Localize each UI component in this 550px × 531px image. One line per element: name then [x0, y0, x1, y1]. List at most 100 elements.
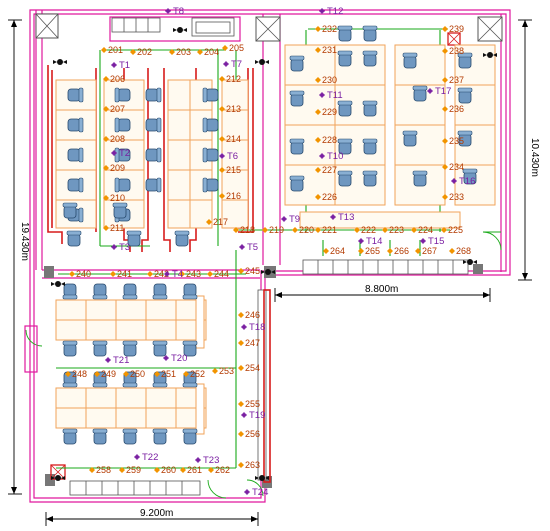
- terminal-T3: T3: [111, 242, 130, 253]
- terminal-T8: T8: [165, 6, 184, 17]
- chair-icon: [122, 371, 138, 388]
- network-point-215: 215: [219, 165, 241, 175]
- chair-icon: [202, 117, 219, 133]
- terminal-T19: T19: [241, 410, 265, 421]
- network-point-217: 217: [206, 217, 228, 227]
- network-point-225: 225: [441, 225, 463, 235]
- network-point-label: 249: [101, 369, 116, 379]
- network-point-label: 206: [110, 74, 125, 84]
- terminal-label: T21: [113, 355, 129, 366]
- network-point-label: 246: [245, 310, 260, 320]
- network-point-241: 241: [110, 269, 132, 279]
- terminal-T14: T14: [358, 236, 382, 247]
- chair-icon: [145, 117, 162, 133]
- chair-icon: [402, 52, 418, 69]
- network-point-label: 219: [269, 225, 284, 235]
- network-point-238: 238: [442, 46, 464, 56]
- network-point-266: 266: [387, 246, 409, 256]
- network-point-227: 227: [315, 165, 337, 175]
- terminal-T13: T13: [330, 212, 354, 223]
- terminal-T21: T21: [105, 355, 129, 366]
- terminal-label: T18: [249, 322, 265, 333]
- network-point-231: 231: [315, 45, 337, 55]
- terminal-T10: T10: [319, 151, 343, 162]
- network-point-230: 230: [315, 75, 337, 85]
- network-point-label: 247: [245, 338, 260, 348]
- chair-icon: [112, 202, 128, 219]
- chair-icon: [402, 130, 418, 147]
- network-point-254: 254: [238, 363, 260, 373]
- terminal-label: T6: [227, 151, 238, 162]
- network-point-224: 224: [411, 225, 433, 235]
- network-point-229: 229: [315, 107, 337, 117]
- network-point-label: 228: [322, 135, 337, 145]
- network-point-214: 214: [219, 134, 241, 144]
- network-point-202: 202: [130, 47, 152, 57]
- network-point-210: 210: [103, 193, 125, 203]
- terminal-label: T1: [119, 60, 130, 71]
- network-point-label: 244: [214, 269, 229, 279]
- network-point-label: 266: [394, 246, 409, 256]
- network-point-label: 211: [110, 223, 124, 233]
- network-point-label: 202: [137, 47, 152, 57]
- chair-icon: [202, 87, 219, 103]
- network-point-label: 209: [110, 163, 125, 173]
- terminal-T6: T6: [219, 151, 238, 162]
- doors: [25, 231, 502, 499]
- chair-icon: [182, 428, 198, 445]
- network-point-204: 204: [197, 47, 219, 57]
- network-point-label: 264: [330, 246, 345, 256]
- dimension-lines: [8, 19, 532, 526]
- chair-icon: [152, 428, 168, 445]
- network-point-242: 242: [147, 269, 169, 279]
- chair-icon: [62, 283, 78, 300]
- network-point-233: 233: [442, 192, 464, 202]
- network-point-label: 215: [226, 165, 241, 175]
- network-point-label: 214: [226, 134, 241, 144]
- network-point-239: 239: [442, 24, 464, 34]
- network-point-label: 267: [422, 246, 437, 256]
- network-point-label: 221: [322, 225, 337, 235]
- chair-icon: [362, 100, 378, 117]
- network-point-264: 264: [323, 246, 345, 256]
- network-point-label: 226: [322, 192, 337, 202]
- network-point-246: 246: [238, 310, 260, 320]
- network-point-236: 236: [442, 104, 464, 114]
- dimension-middle: 8.800m: [365, 284, 398, 295]
- chair-icon: [182, 340, 198, 357]
- terminal-T18: T18: [241, 322, 265, 333]
- network-point-216: 216: [219, 191, 241, 201]
- chair-icon: [457, 130, 473, 147]
- network-point-259: 259: [119, 465, 141, 475]
- terminal-T12: T12: [319, 6, 343, 17]
- network-point-207: 207: [103, 104, 125, 114]
- network-point-label: 203: [176, 47, 191, 57]
- chair-icon: [457, 52, 473, 69]
- chair-icon: [62, 371, 78, 388]
- network-point-219: 219: [262, 225, 284, 235]
- terminal-label: T10: [327, 151, 343, 162]
- chair-icon: [182, 283, 198, 300]
- chair-icon: [126, 230, 142, 247]
- chair-icon: [362, 138, 378, 155]
- network-point-label: 238: [449, 46, 464, 56]
- network-point-220: 220: [292, 225, 314, 235]
- terminal-T23: T23: [195, 455, 219, 466]
- chair-icon: [67, 147, 84, 163]
- structural-columns: [35, 13, 503, 42]
- chair-icon: [174, 230, 190, 247]
- network-point-221: 221: [315, 225, 337, 235]
- network-point-208: 208: [103, 134, 125, 144]
- terminal-label: T12: [327, 6, 343, 17]
- network-point-label: 224: [418, 225, 433, 235]
- network-point-213: 213: [219, 104, 241, 114]
- network-point-201: 201: [101, 45, 123, 55]
- network-point-label: 234: [449, 162, 464, 172]
- network-point-240: 240: [69, 269, 91, 279]
- terminal-label: T24: [252, 487, 268, 498]
- terminal-T2: T2: [111, 148, 130, 159]
- dimension-left: 19.430m: [19, 222, 30, 261]
- network-point-260: 260: [154, 465, 176, 475]
- network-point-218: 218: [233, 225, 255, 235]
- chair-icon: [62, 340, 78, 357]
